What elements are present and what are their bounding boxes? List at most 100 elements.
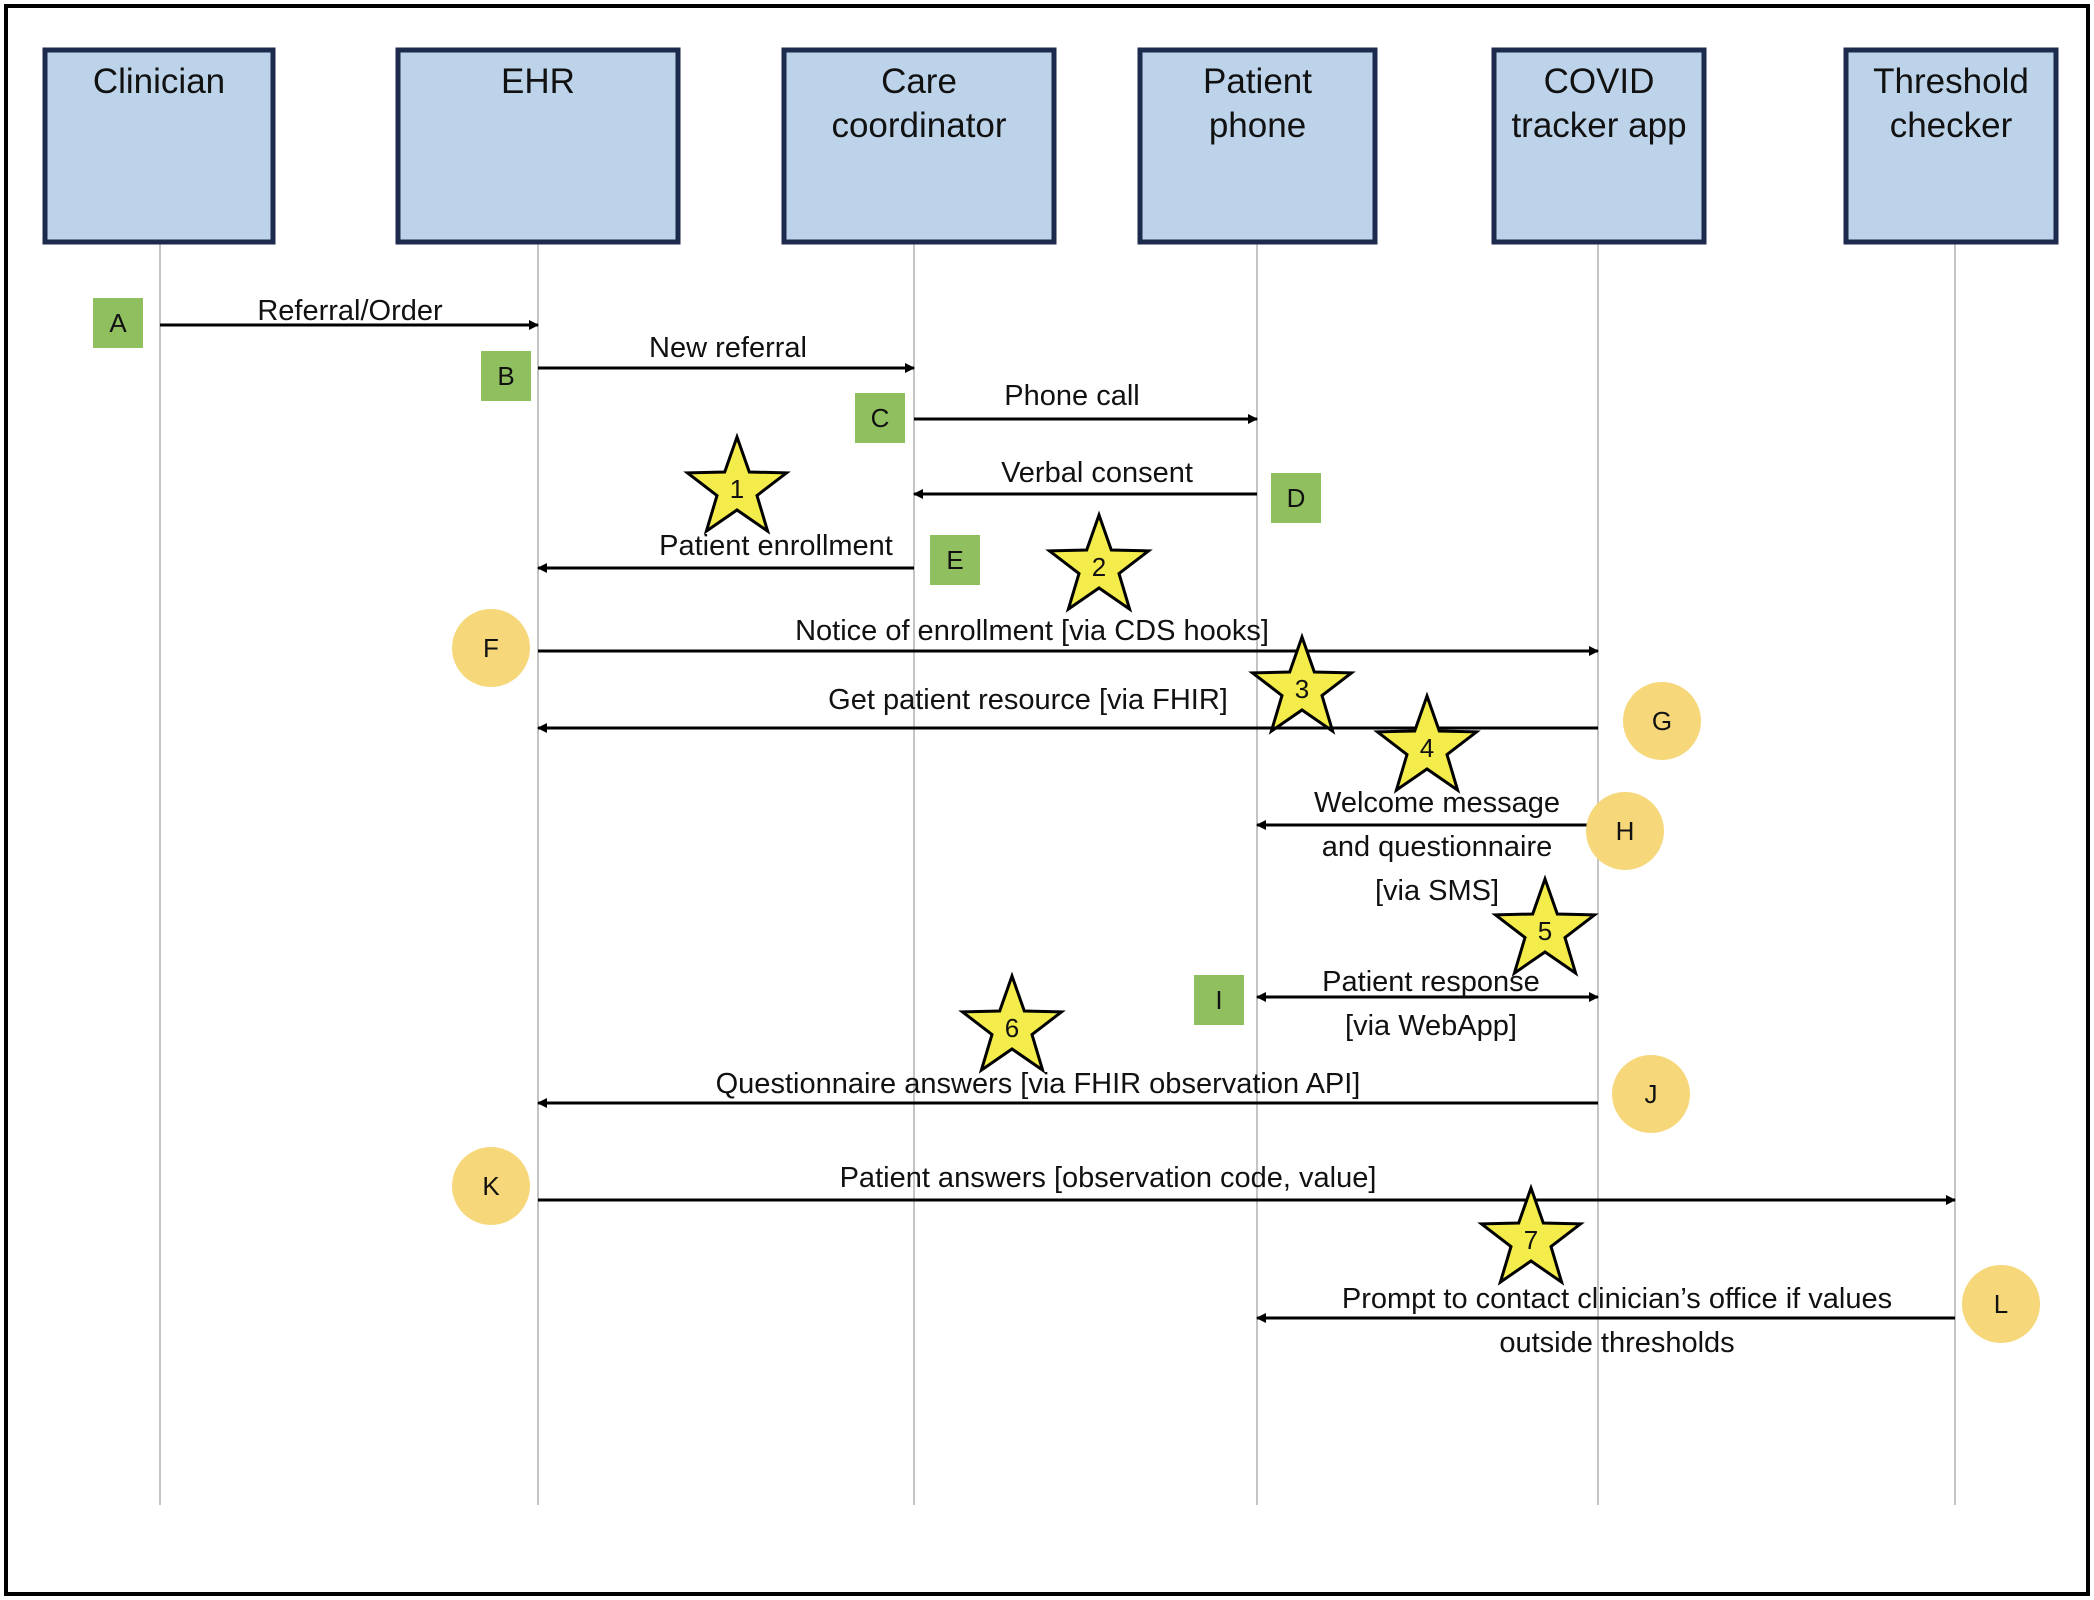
- step-marker-label: E: [946, 545, 963, 575]
- actors: Clinician EHR Care coordinator Patient phone C…: [42, 47, 2059, 245]
- message-label: Patient response: [1322, 966, 1540, 998]
- message-g: Get patient resource [via FHIR] G 4: [537, 682, 1701, 794]
- message-label: and questionnaire: [1322, 831, 1553, 863]
- star-label: 4: [1420, 733, 1434, 763]
- step-marker-l: L: [1962, 1265, 2040, 1343]
- step-marker-g: G: [1623, 682, 1701, 760]
- star-icon: [1373, 691, 1481, 794]
- actor-care-coordinator: Care coordinator: [781, 47, 1057, 245]
- step-marker-circle: [1962, 1265, 2040, 1343]
- message-label: Get patient resource [via FHIR]: [828, 684, 1228, 716]
- actor-box: [1137, 47, 1378, 245]
- star-6: 6: [958, 971, 1066, 1074]
- message-label: Patient answers [observation code, value…: [840, 1162, 1377, 1194]
- star-7: 7: [1477, 1183, 1585, 1286]
- actor-label: Clinician: [93, 62, 225, 101]
- message-a: Referral/Order A: [93, 295, 539, 348]
- step-marker-j: J: [1612, 1055, 1690, 1133]
- step-marker-f: F: [452, 609, 530, 687]
- star-2: 2: [1045, 510, 1153, 613]
- star-3: 3: [1248, 632, 1356, 735]
- star-5: 5: [1491, 874, 1599, 977]
- lifelines: [159, 242, 1956, 1505]
- actor-label: phone: [1209, 106, 1306, 145]
- star-icon: [1477, 1183, 1585, 1286]
- message-l: Prompt to contact clinician’s office if …: [1256, 1265, 2040, 1359]
- star-icon: [1045, 510, 1153, 613]
- message-label: Verbal consent: [1001, 457, 1193, 489]
- step-marker-circle: [1623, 682, 1701, 760]
- actor-label: coordinator: [831, 106, 1006, 145]
- step-marker-b: B: [481, 351, 531, 401]
- star-1: 1: [683, 432, 791, 535]
- star-label: 7: [1524, 1225, 1538, 1255]
- message-i: Patient response [via WebApp] I 6: [958, 966, 1599, 1074]
- step-marker-square: [1194, 975, 1244, 1025]
- step-marker-label: D: [1287, 483, 1306, 513]
- message-label: Referral/Order: [257, 295, 443, 327]
- actor-ehr: EHR: [395, 47, 681, 245]
- actor-clinician: Clinician: [42, 47, 276, 245]
- actor-covid-tracker-app: COVID tracker app: [1491, 47, 1707, 245]
- step-marker-square: [93, 298, 143, 348]
- star-icon: [1248, 632, 1356, 735]
- actor-patient-phone: Patient phone: [1137, 47, 1378, 245]
- actor-label: EHR: [501, 62, 575, 101]
- step-marker-label: H: [1616, 816, 1635, 846]
- star-4: 4: [1373, 691, 1481, 794]
- message-label: [via SMS]: [1375, 875, 1499, 907]
- step-marker-square: [930, 535, 980, 585]
- actor-label: checker: [1890, 106, 2013, 145]
- star-label: 2: [1092, 552, 1106, 582]
- actor-box: [781, 47, 1057, 245]
- actor-box: [42, 47, 276, 245]
- step-marker-label: J: [1645, 1079, 1658, 1109]
- actor-box: [1843, 47, 2059, 245]
- star-label: 6: [1005, 1013, 1019, 1043]
- star-label: 3: [1295, 674, 1309, 704]
- step-marker-label: F: [483, 633, 499, 663]
- actor-box: [395, 47, 681, 245]
- step-marker-circle: [1612, 1055, 1690, 1133]
- actor-label: Patient: [1203, 62, 1312, 101]
- actor-box: [1491, 47, 1707, 245]
- star-icon: [958, 971, 1066, 1074]
- message-f: Notice of enrollment [via CDS hooks] F 3: [452, 609, 1599, 735]
- message-label: [via WebApp]: [1345, 1010, 1517, 1042]
- message-j: Questionnaire answers [via FHIR observat…: [537, 1055, 1690, 1133]
- step-marker-i: I: [1194, 975, 1244, 1025]
- star-icon: [1491, 874, 1599, 977]
- message-k: Patient answers [observation code, value…: [452, 1147, 1956, 1286]
- step-marker-d: D: [1271, 473, 1321, 523]
- message-label: Notice of enrollment [via CDS hooks]: [795, 615, 1269, 647]
- step-marker-label: L: [1994, 1289, 2008, 1319]
- star-label: 5: [1538, 916, 1552, 946]
- message-c: Phone call C: [855, 380, 1258, 443]
- step-marker-circle: [1586, 792, 1664, 870]
- message-label: Questionnaire answers [via FHIR observat…: [716, 1068, 1361, 1100]
- step-marker-label: B: [497, 361, 514, 391]
- step-marker-label: I: [1215, 985, 1222, 1015]
- star-icon: [683, 432, 791, 535]
- step-marker-c: C: [855, 393, 905, 443]
- step-marker-circle: [452, 609, 530, 687]
- message-e: Patient enrollment E 2: [537, 510, 1153, 613]
- step-marker-square: [1271, 473, 1321, 523]
- step-marker-label: A: [109, 308, 127, 338]
- diagram-frame: [4, 4, 2090, 1596]
- actor-label: tracker app: [1511, 106, 1686, 145]
- message-label: Patient enrollment: [659, 530, 893, 562]
- step-marker-label: K: [482, 1171, 500, 1201]
- actor-label: COVID: [1544, 62, 1655, 101]
- message-label: New referral: [649, 332, 807, 364]
- message-label: outside thresholds: [1499, 1327, 1734, 1359]
- message-label: Phone call: [1004, 380, 1139, 412]
- actor-label: Care: [881, 62, 957, 101]
- step-marker-k: K: [452, 1147, 530, 1225]
